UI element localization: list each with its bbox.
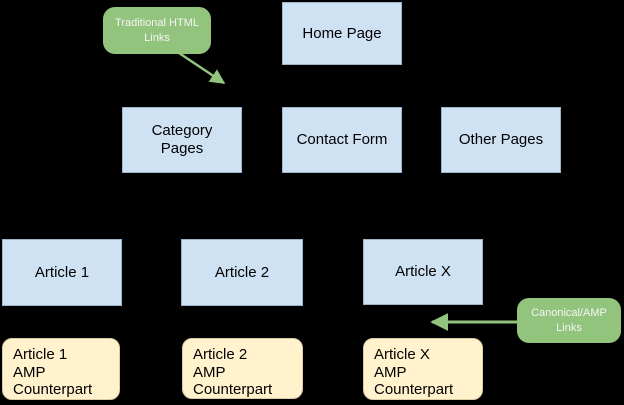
node-article-2-amp-counterpart: Article 2 AMP Counterpart [182, 338, 303, 399]
annotation-traditional-html-links: Traditional HTML Links [103, 7, 211, 54]
traditional-links-arrow [175, 49, 226, 85]
node-article-x-amp-counterpart: Article X AMP Counterpart [363, 338, 483, 400]
node-article-x: Article X [363, 239, 483, 305]
node-article-1: Article 1 [2, 239, 122, 306]
node-category-pages: Category Pages [122, 107, 242, 173]
node-article-2: Article 2 [181, 239, 303, 306]
node-home-page: Home Page [282, 2, 402, 65]
node-other-pages: Other Pages [441, 107, 561, 173]
node-contact-form: Contact Form [282, 107, 402, 173]
node-article-1-amp-counterpart: Article 1 AMP Counterpart [2, 338, 120, 400]
annotation-canonical-amp-links: Canonical/AMP Links [517, 298, 621, 343]
